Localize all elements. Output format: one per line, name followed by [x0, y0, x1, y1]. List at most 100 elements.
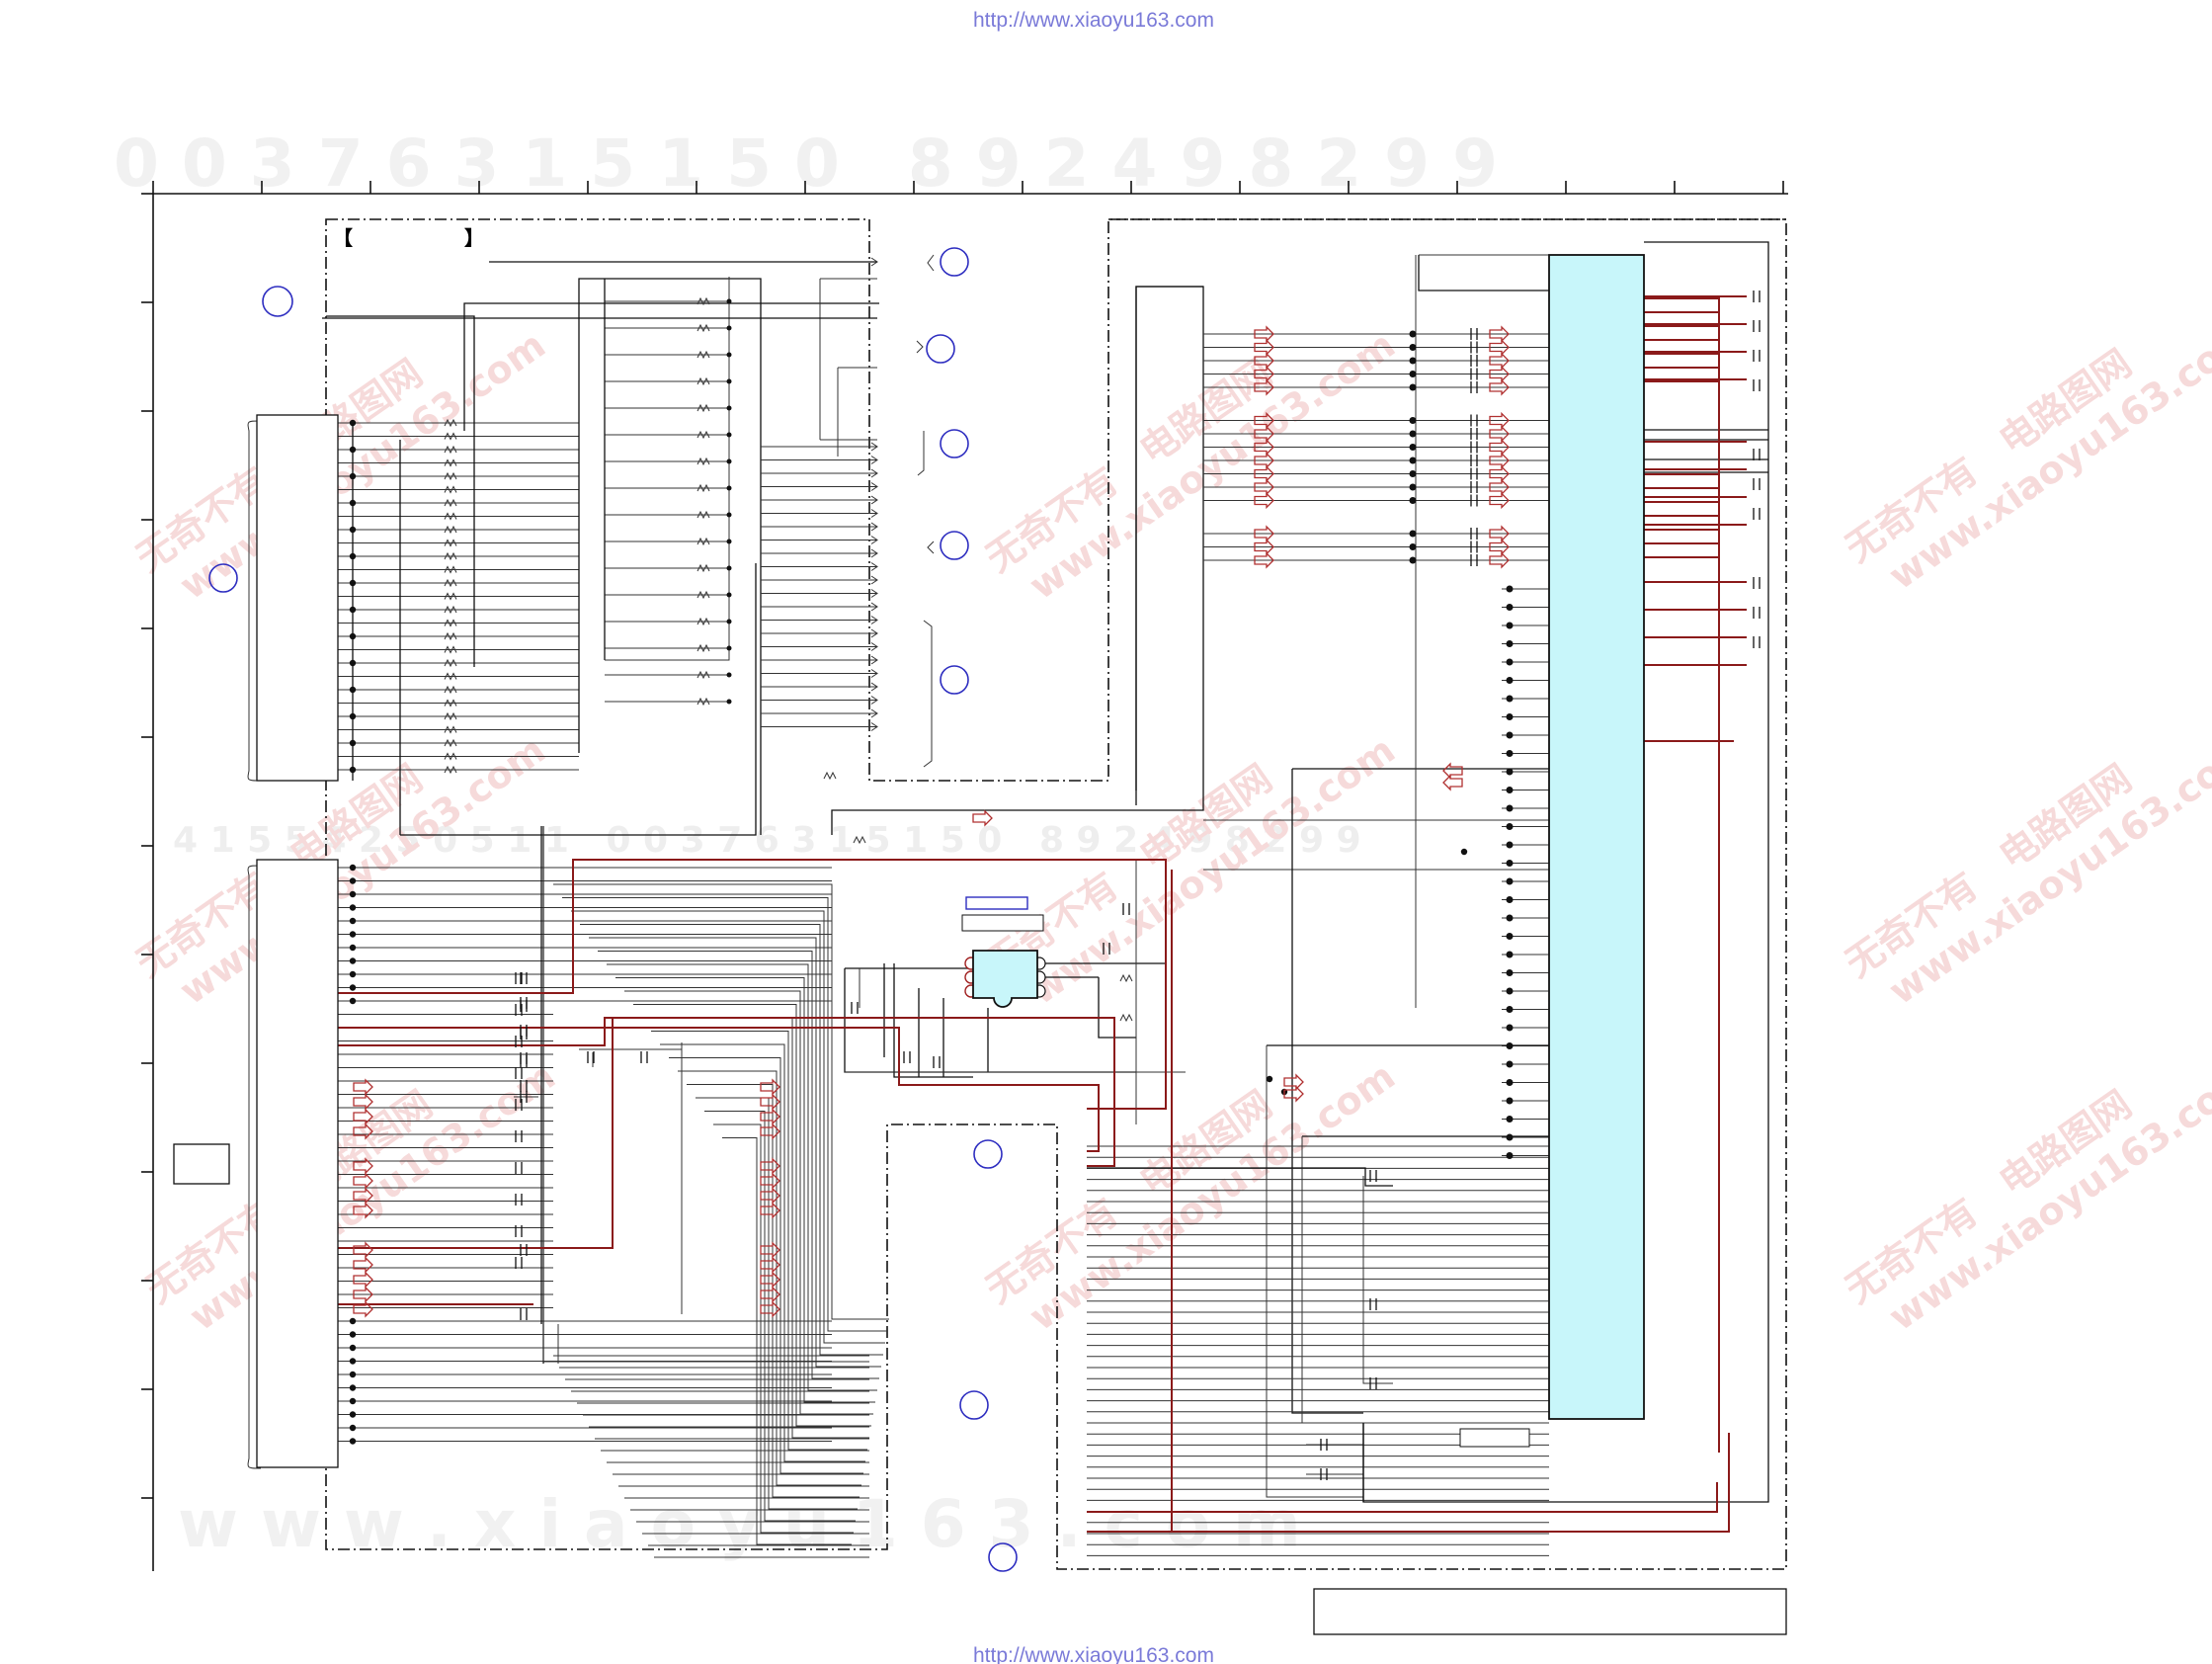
junction-dot [349, 890, 357, 898]
wire-segment [624, 990, 873, 1415]
capacitor [1470, 414, 1478, 427]
signal-arrow [760, 1172, 780, 1190]
connector-arrow [870, 522, 878, 532]
resistor [444, 512, 457, 521]
signal-arrow [760, 1108, 780, 1125]
wire-segment [562, 897, 887, 1332]
junction-dot [726, 592, 732, 598]
wire-segment [326, 315, 475, 667]
watermark-diagonal-site: www.xiaoyu163.com [172, 728, 553, 1014]
capacitor [1122, 903, 1130, 915]
junction-dot [349, 877, 357, 884]
junction-dot [1506, 1042, 1514, 1049]
resistor [444, 551, 457, 561]
circle-marker [940, 531, 969, 560]
junction-dot [349, 1397, 357, 1405]
watermark-diagonal-site: www.xiaoyu163.com [1022, 323, 1403, 609]
signal-arrow [1254, 425, 1274, 443]
junction-dot [1506, 750, 1514, 757]
resistor [696, 350, 710, 360]
resistor [444, 725, 457, 734]
capacitor [520, 1000, 528, 1012]
junction-dot [1506, 841, 1514, 849]
resistor [444, 619, 457, 627]
resistor [444, 645, 457, 654]
capacitor [1753, 350, 1761, 362]
junction-dot [349, 659, 357, 667]
junction-dot [1506, 987, 1514, 995]
junction-dot [1506, 896, 1514, 903]
wire-segment [1644, 311, 1720, 1441]
wire-segment [1098, 977, 1136, 1039]
resistor [444, 565, 457, 574]
watermark-middle-digits: 4 1 5 5 4 2 5 0 5 1 1 0 0 3 7 6 3 1 5 1 … [173, 820, 1361, 861]
wire-segment [927, 254, 935, 272]
wire-segment [400, 563, 757, 836]
capacitor [515, 1004, 523, 1016]
resistor [696, 403, 710, 413]
connector-arrow [870, 682, 878, 692]
signal-arrow [1489, 452, 1510, 469]
junction-dot [349, 984, 357, 991]
junction-dot [1409, 371, 1417, 377]
wire-segment [713, 1123, 854, 1534]
capacitor [851, 1002, 859, 1014]
capacitor [520, 1091, 528, 1103]
title-block-box [1313, 1588, 1787, 1635]
wire-segment [1644, 515, 1720, 1334]
junction-dot [349, 904, 357, 911]
resistor [696, 296, 710, 306]
wire-segment [1644, 325, 1720, 1429]
capacitor [1753, 320, 1761, 332]
capacitor [1753, 607, 1761, 619]
signal-arrow [972, 809, 993, 827]
resistor [1119, 973, 1133, 983]
junction-dot [1409, 497, 1417, 504]
junction-dot [1506, 1024, 1514, 1032]
signal-arrow [1254, 538, 1274, 556]
connector-arrow [870, 669, 878, 678]
capacitor [515, 1036, 523, 1047]
signal-arrow [760, 1157, 780, 1175]
signal-arrow [353, 1187, 373, 1205]
resistor [823, 771, 837, 781]
resistor [444, 485, 457, 494]
junction-dot [1506, 1079, 1514, 1086]
junction-dot [349, 606, 357, 614]
signal-arrow [1489, 365, 1510, 383]
capacitor [1470, 355, 1478, 367]
connector-arrow [870, 696, 878, 705]
signal-arrow [1489, 525, 1510, 542]
wire-segment [660, 1043, 865, 1462]
junction-dot [1506, 1097, 1514, 1105]
junction-dot [726, 325, 732, 331]
signal-arrow [1254, 452, 1274, 469]
junction-dot [349, 499, 357, 507]
watermark-diagonal-site: www.xiaoyu163.com [1881, 728, 2212, 1014]
signal-arrow [1254, 438, 1274, 457]
capacitor [1753, 508, 1761, 520]
wire-segment [578, 278, 762, 835]
capacitor [1470, 381, 1478, 393]
resistor [696, 537, 710, 546]
resistor [444, 445, 457, 455]
resistor [444, 418, 457, 428]
signal-arrow [1254, 491, 1274, 510]
junction-dot [349, 944, 357, 952]
wire-segment [605, 277, 730, 661]
resistor [444, 539, 457, 547]
wire-segment [1644, 501, 1720, 1346]
junction-dot [349, 1358, 357, 1365]
junction-dot [726, 298, 732, 304]
wire-segment [1644, 542, 1720, 1310]
junction-dot [1506, 677, 1514, 684]
signal-arrow [1283, 1073, 1304, 1091]
wire-segment [1135, 286, 1203, 790]
capacitor [520, 972, 528, 984]
junction-dot [1506, 768, 1514, 776]
capacitor [1470, 541, 1478, 553]
signal-arrow [353, 1286, 373, 1303]
passive-components [353, 257, 1761, 1480]
junction-dot [349, 957, 357, 964]
resistor [444, 699, 457, 707]
